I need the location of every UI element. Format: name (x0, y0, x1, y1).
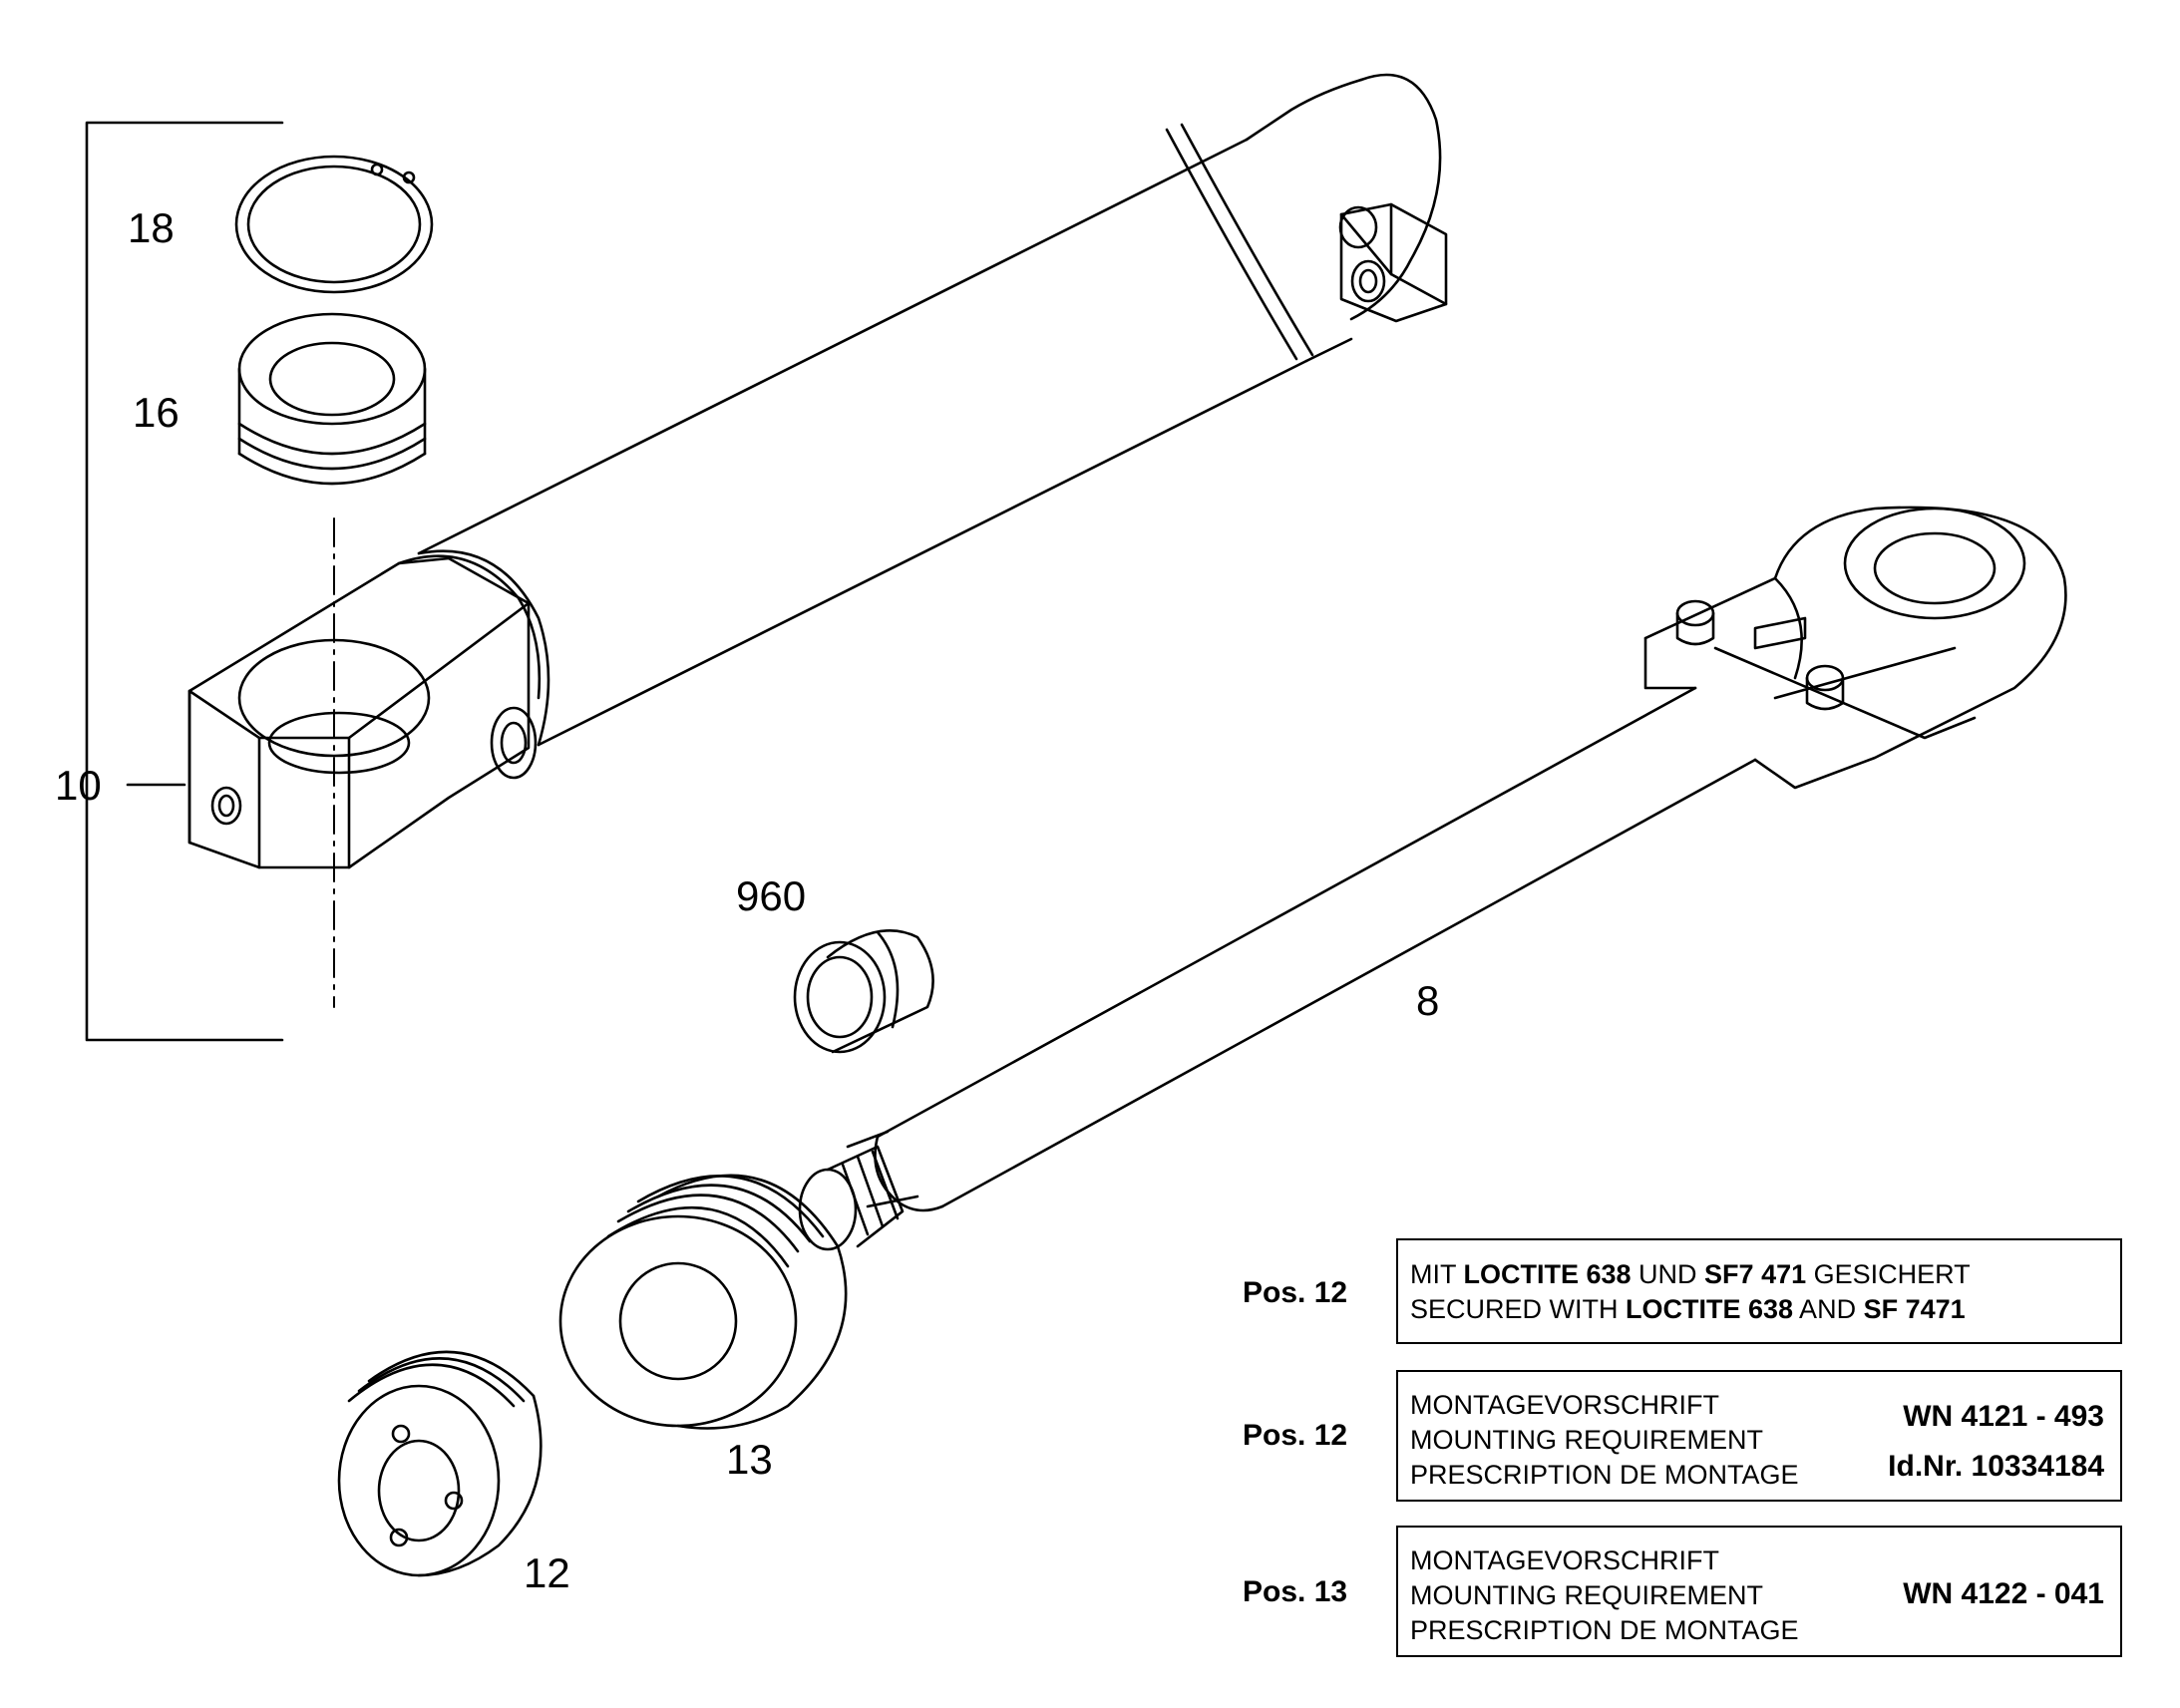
note-3-box: MONTAGEVORSCHRIFT MOUNTING REQUIREMENT P… (1396, 1526, 2122, 1657)
assembly-10-bracket (85, 121, 284, 1042)
piston-nut-12 (337, 1350, 543, 1577)
note-2-line-2: MOUNTING REQUIREMENT (1410, 1425, 1763, 1455)
callout-13: 13 (726, 1436, 773, 1483)
callout-18: 18 (128, 204, 175, 251)
note-3-line-2: MOUNTING REQUIREMENT (1410, 1580, 1763, 1610)
note-1-box: MIT LOCTITE 638 UND SF7 471 GESICHERT SE… (1396, 1238, 2122, 1344)
callout-12: 12 (524, 1549, 570, 1596)
note-2-position: Pos. 12 (1243, 1419, 1348, 1452)
piston-13 (558, 1174, 848, 1430)
note-2-id-number: Id.Nr. 10334184 (1888, 1450, 2104, 1483)
note-2-text: MONTAGEVORSCHRIFT MOUNTING REQUIREMENT P… (1410, 1388, 1799, 1493)
retaining-ring-18 (234, 155, 434, 294)
note-3-text: MONTAGEVORSCHRIFT MOUNTING REQUIREMENT P… (1410, 1543, 1799, 1648)
note-3-standard-ref: WN 4122 - 041 (1903, 1577, 2104, 1610)
note-2-standard-ref: WN 4121 - 493 (1903, 1400, 2104, 1433)
note-3-line-3: PRESCRIPTION DE MONTAGE (1410, 1615, 1799, 1645)
bushing-960 (793, 929, 934, 1054)
bearing-16 (237, 312, 427, 486)
note-1-position: Pos. 12 (1243, 1276, 1348, 1309)
cylinder-port-block (1338, 202, 1448, 323)
piston-rod-8 (798, 506, 2067, 1251)
note-2-line-1: MONTAGEVORSCHRIFT (1410, 1390, 1719, 1420)
note-2-box: MONTAGEVORSCHRIFT MOUNTING REQUIREMENT P… (1396, 1370, 2122, 1502)
note-3-line-1: MONTAGEVORSCHRIFT (1410, 1545, 1719, 1575)
note-3-position: Pos. 13 (1243, 1575, 1348, 1608)
note-2-line-3: PRESCRIPTION DE MONTAGE (1410, 1460, 1799, 1490)
callout-8: 8 (1416, 977, 1439, 1024)
cylinder-tube (417, 73, 1442, 747)
callout-10: 10 (55, 762, 102, 809)
callout-960: 960 (736, 872, 806, 919)
callout-16: 16 (133, 389, 180, 436)
note-1-line-1: MIT LOCTITE 638 UND SF7 471 GESICHERT (1410, 1259, 1971, 1289)
note-1-line-2: SECURED WITH LOCTITE 638 AND SF 7471 (1410, 1294, 1966, 1324)
note-1-text: MIT LOCTITE 638 UND SF7 471 GESICHERT SE… (1410, 1257, 1971, 1327)
cylinder-head-eye (187, 549, 550, 869)
